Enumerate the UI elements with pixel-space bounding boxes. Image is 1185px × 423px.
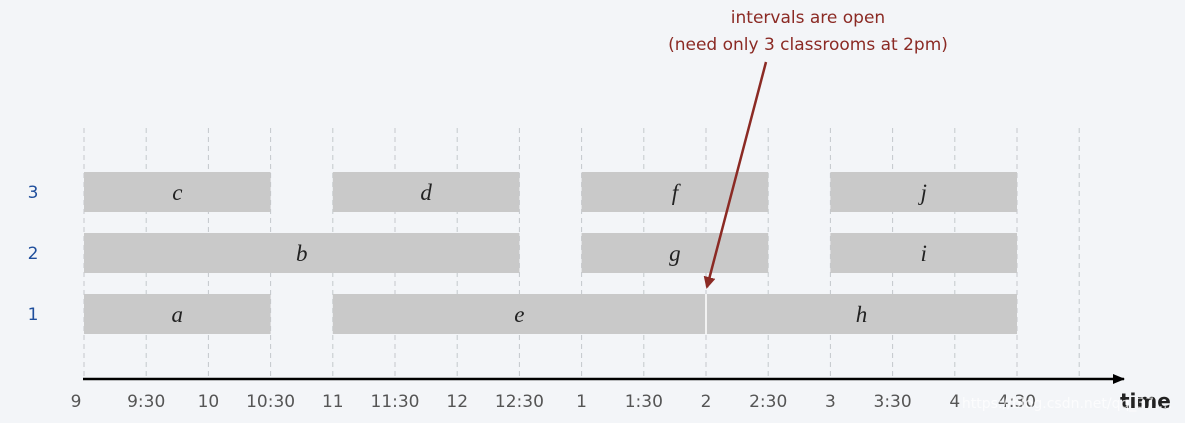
tick-label: 11:30 [371,392,420,412]
interval-label: g [669,241,681,266]
interval-g: g [581,233,769,273]
interval-h: h [706,294,1017,334]
interval-i: i [830,233,1017,273]
interval-bar [84,294,271,334]
interval-label: d [420,180,432,205]
tick-label: 10 [198,392,220,412]
annotation-line-1: intervals are open [731,8,885,28]
tick-label: 2:30 [749,392,787,412]
tick-label: 3 [825,392,836,412]
interval-bar [84,172,271,212]
interval-label: j [918,180,927,205]
interval-bar [332,294,706,334]
tick-label: 12 [446,392,468,412]
interval-bar [84,233,520,273]
tick-label: 10:30 [246,392,295,412]
interval-c: c [84,172,271,212]
interval-b: b [84,233,520,273]
tick-label: 9:30 [127,392,165,412]
tick-label: 1 [576,392,587,412]
lane-label-3: 3 [28,183,39,203]
interval-label: f [672,180,682,205]
interval-label: e [514,302,524,327]
interval-bar [830,172,1017,212]
watermark: https://blog.csdn.net/qq_37.... [962,396,1172,412]
interval-f: f [581,172,769,212]
interval-label: h [856,302,868,327]
interval-label: a [172,302,184,327]
tick-label: 11 [322,392,344,412]
interval-bar [830,233,1017,273]
interval-bar [706,294,1017,334]
interval-label: b [296,241,308,266]
tick-label: 9 [71,392,82,412]
interval-label: c [172,180,182,205]
tick-label: 12:30 [495,392,544,412]
tick-label: 3:30 [874,392,912,412]
tick-label: 1:30 [625,392,663,412]
annotation-line-2: (need only 3 classrooms at 2pm) [668,35,948,55]
interval-a: a [84,294,271,334]
lane-labels: 1 2 3 [28,183,39,325]
interval-label: i [921,241,927,266]
interval-j: j [830,172,1017,212]
interval-bar [581,172,769,212]
interval-e: e [332,294,706,334]
tick-label: 4 [949,392,960,412]
interval-bars: c d f j b g i a e h [84,172,1017,334]
interval-bar [332,172,520,212]
tick-label: 4:30 [998,392,1036,412]
time-axis-title: time [1120,389,1171,413]
interval-bar [581,233,769,273]
lane-label-1: 1 [28,305,39,325]
interval-d: d [332,172,520,212]
lane-label-2: 2 [28,244,39,264]
annotation-arrow [703,61,768,289]
tick-label: 2 [701,392,712,412]
